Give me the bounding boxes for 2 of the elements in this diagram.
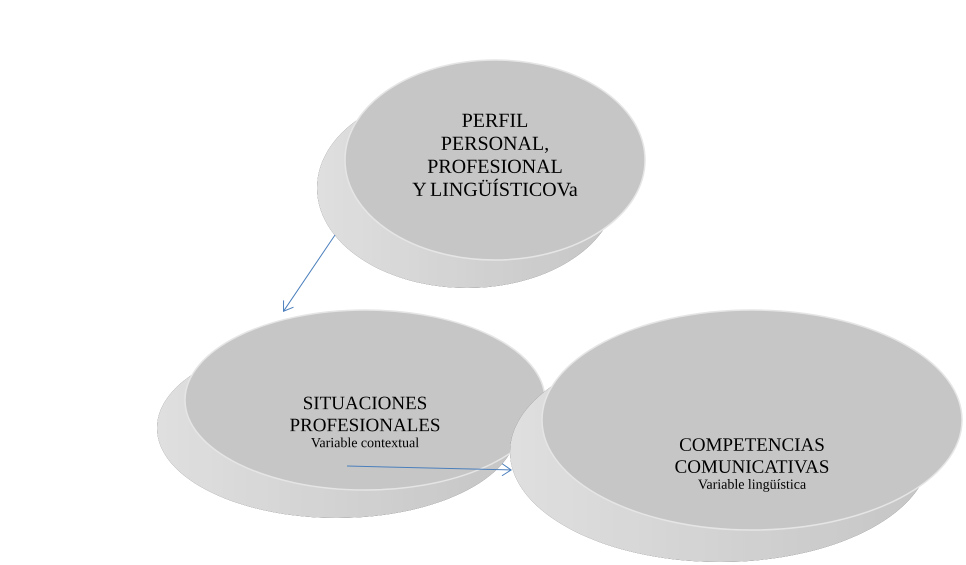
arrow [283, 234, 336, 312]
arrow [346, 463, 512, 476]
